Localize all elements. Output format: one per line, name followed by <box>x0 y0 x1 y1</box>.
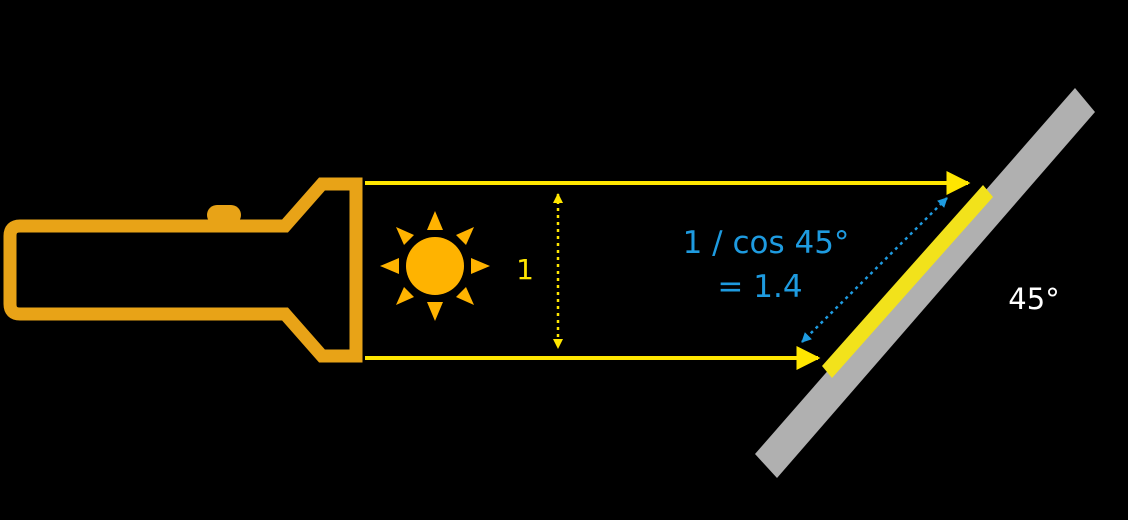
beam-width-label: 1 <box>516 253 534 286</box>
formula-line-2: = 1.4 <box>717 269 802 305</box>
formula-line-1: 1 / cos 45° <box>683 225 850 261</box>
sun-icon <box>380 211 490 321</box>
light-beams <box>365 171 971 370</box>
angle-label: 45° <box>1008 282 1059 316</box>
flashlight-icon <box>3 177 363 363</box>
slant-length-dimension <box>801 197 948 343</box>
lit-patch <box>822 185 993 378</box>
